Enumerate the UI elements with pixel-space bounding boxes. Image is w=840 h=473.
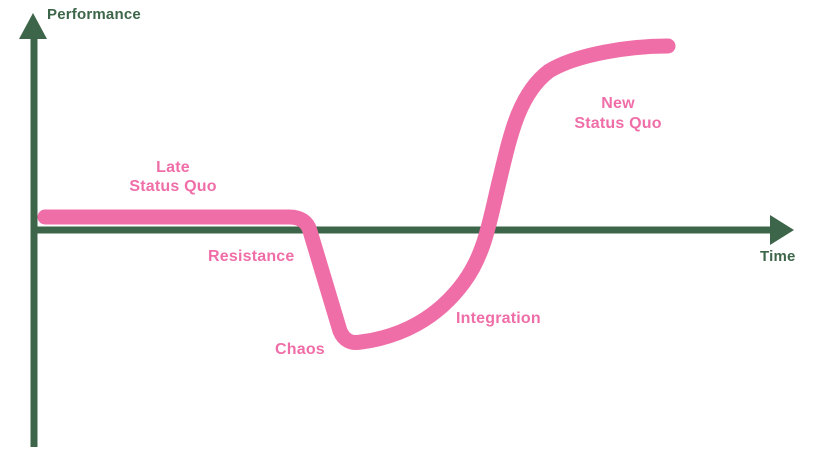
performance-axis-label: Performance (47, 6, 141, 23)
label-integration: Integration (456, 310, 541, 327)
time-axis-label: Time (760, 248, 796, 265)
y-axis-arrowhead-icon (19, 13, 47, 39)
label-late-status-quo: Late Status Quo (103, 158, 243, 196)
label-late-status-quo-line2: Status Quo (129, 178, 217, 195)
label-resistance: Resistance (208, 248, 295, 265)
label-new-status-quo-line2: Status Quo (574, 115, 662, 132)
change-curve (37, 38, 676, 350)
label-chaos: Chaos (275, 341, 325, 358)
label-new-status-quo: New Status Quo (548, 94, 688, 134)
label-late-status-quo-line1: Late (156, 159, 190, 176)
label-new-status-quo-line1: New (601, 95, 635, 112)
x-axis-arrowhead-icon (770, 215, 794, 245)
